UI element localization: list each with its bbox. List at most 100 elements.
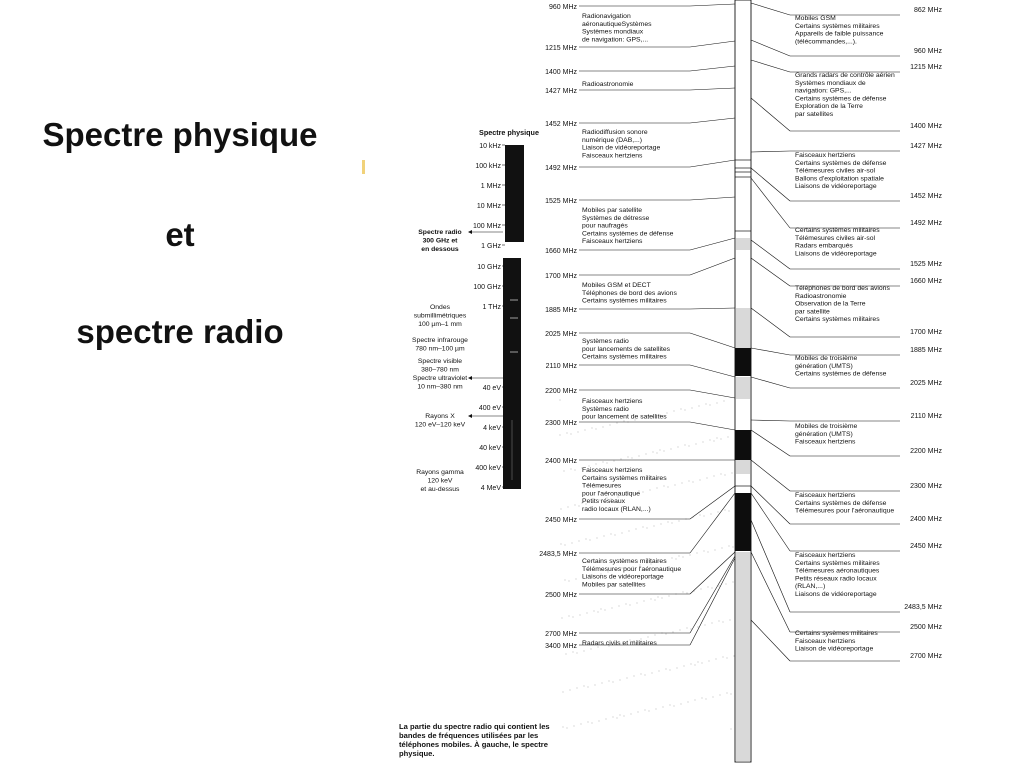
physical-side-label: 10 nm–380 nm — [417, 384, 463, 391]
stipple-dot — [698, 405, 700, 407]
stipple-dot — [566, 432, 568, 434]
stipple-dot — [566, 727, 568, 729]
left-band-description: Radars civils et militaires — [582, 640, 657, 647]
stipple-dot — [635, 528, 637, 530]
physical-side-label: Rayons X — [425, 413, 455, 420]
stipple-dot — [601, 682, 603, 684]
right-band-description: Mobiles de troisième — [795, 423, 858, 430]
right-band-description: Faisceaux hertziens — [795, 492, 856, 499]
stipple-dot — [719, 694, 721, 696]
stipple-dot — [673, 705, 675, 707]
left-band-description: Téléphones de bord des avions — [582, 290, 677, 297]
stipple-dot — [640, 638, 642, 640]
stipple-dot — [686, 627, 688, 629]
stipple-dot — [663, 450, 665, 452]
left-leader-line — [689, 196, 736, 201]
right-band-description: Liaison de vidéoreportage — [795, 646, 873, 653]
stipple-dot — [570, 433, 572, 435]
right-leader-line — [750, 492, 791, 552]
stipple-dot — [611, 607, 613, 609]
stipple-dot — [728, 510, 730, 512]
left-band-description: Faisceaux hertziens — [582, 467, 643, 474]
physical-tick-label: 100 GHz — [473, 284, 501, 291]
left-leader-line — [689, 421, 736, 431]
stipple-dot — [655, 708, 657, 710]
right-freq-label: 2500 MHz — [910, 624, 942, 631]
right-leader-line — [750, 59, 791, 73]
title-line-3: spectre radio — [76, 313, 284, 350]
stipple-dot — [629, 639, 631, 641]
stipple-dot — [669, 669, 671, 671]
physical-side-label: 100 µm–1 mm — [418, 321, 462, 328]
left-band-description: Mobiles par satellite — [582, 207, 642, 214]
stipple-dot — [688, 445, 690, 447]
stipple-dot — [598, 720, 600, 722]
stipple-dot — [711, 587, 713, 589]
stipple-dot — [675, 558, 677, 560]
right-band-description: Certains systèmes de défense — [795, 95, 887, 102]
stipple-dot — [632, 566, 634, 568]
stipple-dot — [690, 628, 692, 630]
stipple-dot — [686, 592, 688, 594]
stipple-dot — [564, 579, 566, 581]
left-freq-label: 1400 MHz — [545, 69, 577, 76]
stipple-dot — [646, 562, 648, 564]
physical-side-label: Ondes — [430, 304, 451, 311]
stipple-dot — [637, 711, 639, 713]
stipple-dot — [678, 555, 680, 557]
stipple-dot — [565, 653, 567, 655]
right-leader-line — [750, 239, 791, 270]
stipple-dot — [578, 540, 580, 542]
stipple-dot — [633, 675, 635, 677]
stipple-dot — [585, 538, 587, 540]
stipple-dot — [642, 491, 644, 493]
stipple-dot — [650, 598, 652, 600]
stipple-dot — [572, 616, 574, 618]
right-freq-label: 2025 MHz — [910, 380, 942, 387]
right-leader-line — [750, 39, 791, 57]
right-band-description: Faisceaux hertziens — [795, 152, 856, 159]
left-freq-label: 1660 MHz — [545, 248, 577, 255]
left-leader-line — [689, 87, 736, 91]
stipple-dot — [652, 416, 654, 418]
stipple-dot — [569, 689, 571, 691]
stipple-dot — [600, 608, 602, 610]
stipple-dot — [642, 526, 644, 528]
left-band-description: pour lancements de satellites — [582, 346, 671, 353]
left-band-description: Faisceaux hertziens — [582, 398, 643, 405]
stipple-dot — [597, 611, 599, 613]
band-segment-dark — [735, 493, 751, 551]
stipple-dot — [617, 496, 619, 498]
physical-side-label: en dessous — [421, 246, 459, 253]
right-freq-label: 2700 MHz — [910, 653, 942, 660]
stipple-dot — [634, 419, 636, 421]
stipple-dot — [671, 557, 673, 559]
stipple-dot — [631, 492, 633, 494]
right-band-description: Certains systèmes militaires — [795, 316, 880, 323]
stipple-dot — [659, 449, 661, 451]
stipple-dot — [568, 615, 570, 617]
left-freq-label: 1492 MHz — [545, 165, 577, 172]
stipple-dot — [629, 604, 631, 606]
stipple-dot — [707, 586, 709, 588]
stipple-dot — [654, 634, 656, 636]
stipple-dot — [604, 609, 606, 611]
stipple-dot — [639, 564, 641, 566]
stipple-dot — [570, 468, 572, 470]
stipple-dot — [647, 636, 649, 638]
physical-side-label: 120 keV — [428, 478, 453, 485]
stipple-dot — [703, 550, 705, 552]
physical-spectrum-header: Spectre physique — [479, 128, 539, 137]
right-leader-line — [750, 2, 791, 16]
stipple-dot — [561, 617, 563, 619]
right-band-description: Faisceaux hertziens — [795, 439, 856, 446]
stipple-dot — [699, 514, 701, 516]
left-leader-line — [689, 40, 736, 48]
left-band-description: numérique (DAB,...) — [582, 137, 642, 144]
stipple-dot — [723, 400, 725, 402]
stipple-dot — [621, 567, 623, 569]
stipple-dot — [656, 487, 658, 489]
left-band-description: Certains systèmes militaires — [582, 298, 667, 305]
stipple-dot — [679, 629, 681, 631]
stipple-dot — [731, 472, 733, 474]
